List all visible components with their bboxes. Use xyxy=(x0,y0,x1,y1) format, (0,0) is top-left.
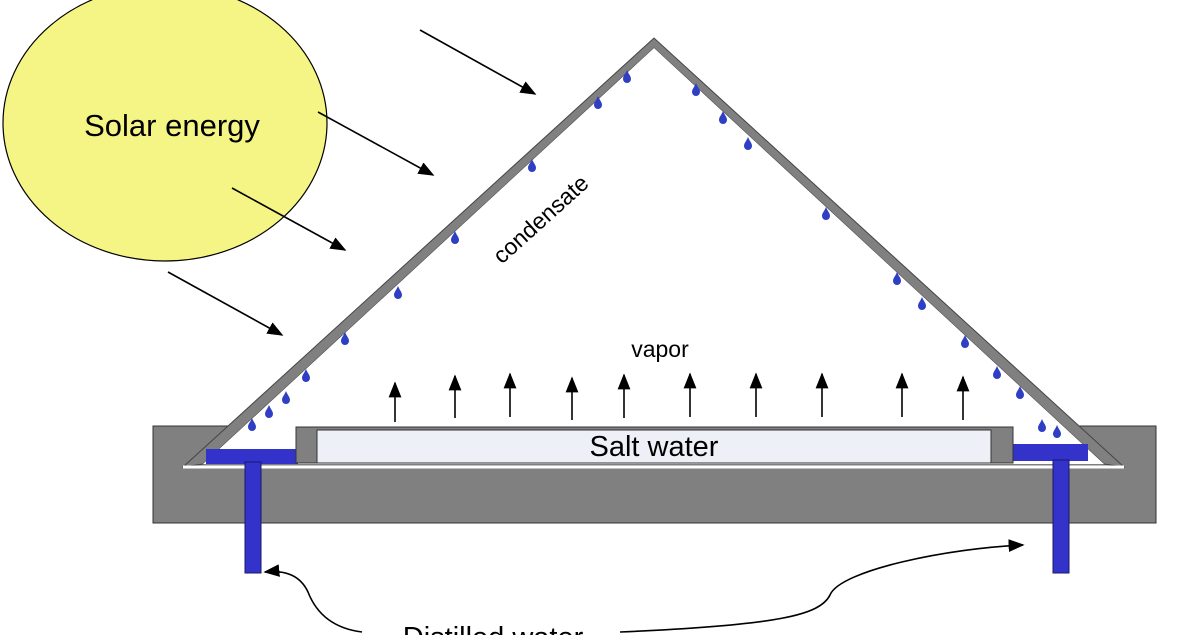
radiation-arrow xyxy=(317,111,435,176)
distillate-trough-left xyxy=(206,449,298,464)
distilled-water-label: Distilled water xyxy=(403,622,584,635)
still-interior xyxy=(203,48,1104,464)
sun-label: Solar energy xyxy=(84,108,260,143)
salt-water xyxy=(316,429,992,464)
vapor-label: vapor xyxy=(631,336,689,362)
distilled-water-pointer-right xyxy=(619,539,1025,633)
radiation-arrow xyxy=(231,187,347,251)
outlet-pipe-left xyxy=(244,461,262,574)
distilled-water-pointer-left xyxy=(263,564,363,633)
salt-water-label: Salt water xyxy=(590,431,719,463)
distillate-trough-right xyxy=(1013,444,1088,461)
outlet-pipe-right xyxy=(1052,459,1070,574)
solar-radiation-arrows xyxy=(167,29,537,336)
radiation-arrow xyxy=(419,29,537,95)
radiation-arrow xyxy=(167,271,284,336)
vapor-arrows xyxy=(388,372,970,422)
